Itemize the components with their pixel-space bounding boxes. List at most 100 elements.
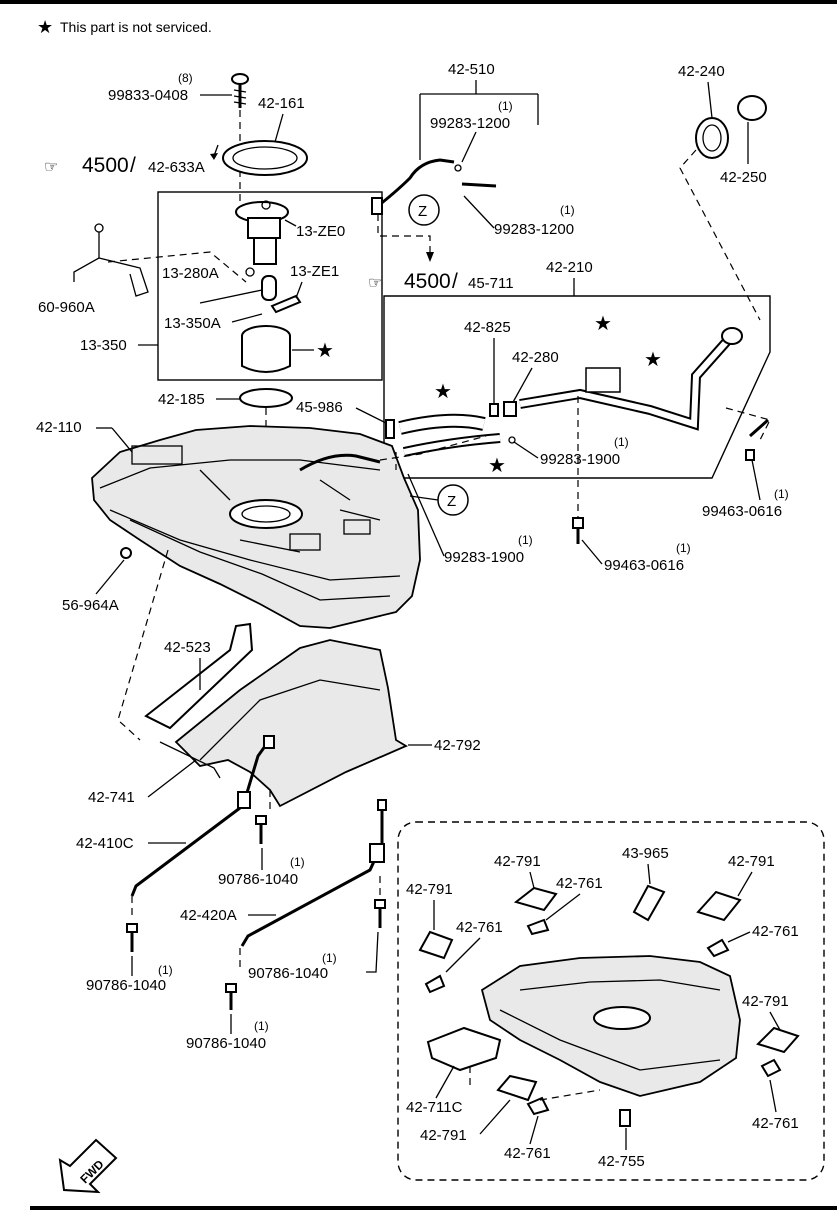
label-42-523: 42-523	[164, 639, 211, 656]
bolt-90786-b-part	[126, 923, 138, 952]
reference-hand-icon-1: ☞	[44, 159, 58, 176]
pump-star-icon: ★	[316, 340, 334, 362]
strap-42-410C-part	[130, 735, 275, 897]
label-42-791-e: 42-791	[420, 1127, 467, 1144]
label-90786-1040-b-qty: (1)	[158, 963, 173, 977]
bolt-90786-d-part	[225, 983, 237, 1010]
sender-60-960A-part	[73, 223, 149, 297]
label-43-965: 43-965	[622, 845, 669, 862]
label-42-755: 42-755	[598, 1153, 645, 1170]
filter-13-280A-part	[245, 267, 255, 277]
fuel-pump-module-part	[235, 200, 297, 265]
plate-star-icon: ★	[594, 313, 612, 335]
label-42-791-a: 42-791	[494, 853, 541, 870]
label-99463-0616-c-qty: (1)	[676, 541, 691, 555]
label-42-761-b: 42-761	[456, 919, 503, 936]
filler-pipe-part	[519, 327, 743, 431]
clamp-42-825-part	[489, 403, 499, 417]
label-42-761-d: 42-761	[752, 1115, 799, 1132]
label-99833-0408: 99833-0408	[108, 87, 188, 104]
label-90786-1040-c: 90786-1040	[248, 965, 328, 982]
bolt-99463-right-part	[745, 418, 769, 461]
ref-slash-b: /	[452, 270, 458, 293]
bolt-90786-a-part	[255, 815, 267, 844]
cover-43-965-part	[632, 884, 666, 922]
strap-42-420A-part	[240, 799, 387, 947]
label-42-741: 42-741	[88, 789, 135, 806]
insulator-42-711C-part	[426, 1026, 502, 1072]
label-90786-1040-a: 90786-1040	[218, 871, 298, 888]
label-99283-1900-r: 99283-1900	[540, 451, 620, 468]
label-42-761-c: 42-761	[752, 923, 799, 940]
hose-star-icon-a: ★	[434, 381, 452, 403]
label-99463-0616-c: 99463-0616	[604, 557, 684, 574]
label-90786-1040-c-qty: (1)	[322, 951, 337, 965]
label-42-791-b: 42-791	[728, 853, 775, 870]
forward-direction-arrow-icon: FWD	[58, 1138, 118, 1194]
label-42-210: 42-210	[546, 259, 593, 276]
ref-45-711: 45-711	[468, 275, 514, 292]
filler-cap-part	[695, 95, 767, 159]
ref-4500-b: 4500	[404, 270, 451, 293]
callout-z-top	[408, 194, 440, 226]
pad-42-791-d-part	[756, 1026, 800, 1054]
not-serviced-note: This part is not serviced.	[60, 19, 212, 35]
label-13-280A: 13-280A	[162, 265, 219, 282]
label-99283-1900-r-qty: (1)	[614, 435, 629, 449]
label-99833-qty: (8)	[178, 71, 193, 85]
label-z-top: Z	[418, 203, 427, 220]
label-99463-0616-r-qty: (1)	[774, 487, 789, 501]
label-99283-1200-b-qty: (1)	[560, 203, 575, 217]
pipe-star-icon: ★	[644, 349, 662, 371]
label-99283-1900-l: 99283-1900	[444, 549, 524, 566]
label-99283-1200-b: 99283-1200	[494, 221, 574, 238]
pad-42-755-part	[619, 1109, 631, 1127]
pad-42-791-e-part	[496, 1074, 538, 1102]
fuel-pump-body-part	[241, 325, 291, 373]
locking-ring-part	[222, 140, 308, 176]
reference-hand-icon-2: ☞	[368, 275, 382, 292]
label-42-792: 42-792	[434, 737, 481, 754]
label-42-510: 42-510	[448, 61, 495, 78]
label-13-ZE0: 13-ZE0	[296, 223, 345, 240]
label-99283-1900-l-qty: (1)	[518, 533, 533, 547]
breather-hose-part	[371, 158, 497, 215]
pad-42-791-c-part	[418, 930, 454, 960]
screw-99833-part	[231, 73, 249, 108]
label-42-761-e: 42-761	[504, 1145, 551, 1162]
fuel-tank-part	[91, 425, 421, 629]
label-42-161: 42-161	[258, 95, 305, 112]
label-42-185: 42-185	[158, 391, 205, 408]
label-99283-1200-a-qty: (1)	[498, 99, 513, 113]
insulator-42-792-part	[174, 639, 408, 808]
ref-4500-a: 4500	[82, 154, 129, 177]
clamp-42-280-part	[503, 401, 517, 417]
label-90786-1040-d: 90786-1040	[186, 1035, 266, 1052]
label-42-110: 42-110	[36, 419, 82, 436]
ref-42-633A: 42-633A	[148, 159, 205, 176]
filler-hose-part	[398, 413, 501, 457]
pad-42-761-d-part	[760, 1058, 782, 1078]
label-90786-1040-b: 90786-1040	[86, 977, 166, 994]
gasket-42-185-part	[239, 388, 293, 408]
label-42-825: 42-825	[464, 319, 511, 336]
pad-42-761-a-part	[526, 918, 550, 936]
label-13-350A: 13-350A	[164, 315, 221, 332]
ref-slash-a: /	[130, 154, 136, 177]
label-56-964A: 56-964A	[62, 597, 119, 614]
label-42-761-a: 42-761	[556, 875, 603, 892]
bracket-42-741-part	[159, 741, 221, 779]
seal-13-ZE1-part	[261, 275, 302, 314]
label-plate-part	[585, 367, 621, 393]
fuel-pump-assembly-box	[157, 191, 383, 381]
label-42-791-d: 42-791	[742, 993, 789, 1010]
bolt-90786-c-part	[374, 899, 386, 928]
label-90786-1040-d-qty: (1)	[254, 1019, 269, 1033]
heat-insulator-42-523-part	[144, 622, 254, 730]
label-90786-1040-a-qty: (1)	[290, 855, 305, 869]
pad-42-761-c-part	[706, 938, 730, 958]
label-42-280: 42-280	[512, 349, 559, 366]
label-42-240: 42-240	[678, 63, 725, 80]
label-z-tank: Z	[447, 493, 456, 510]
